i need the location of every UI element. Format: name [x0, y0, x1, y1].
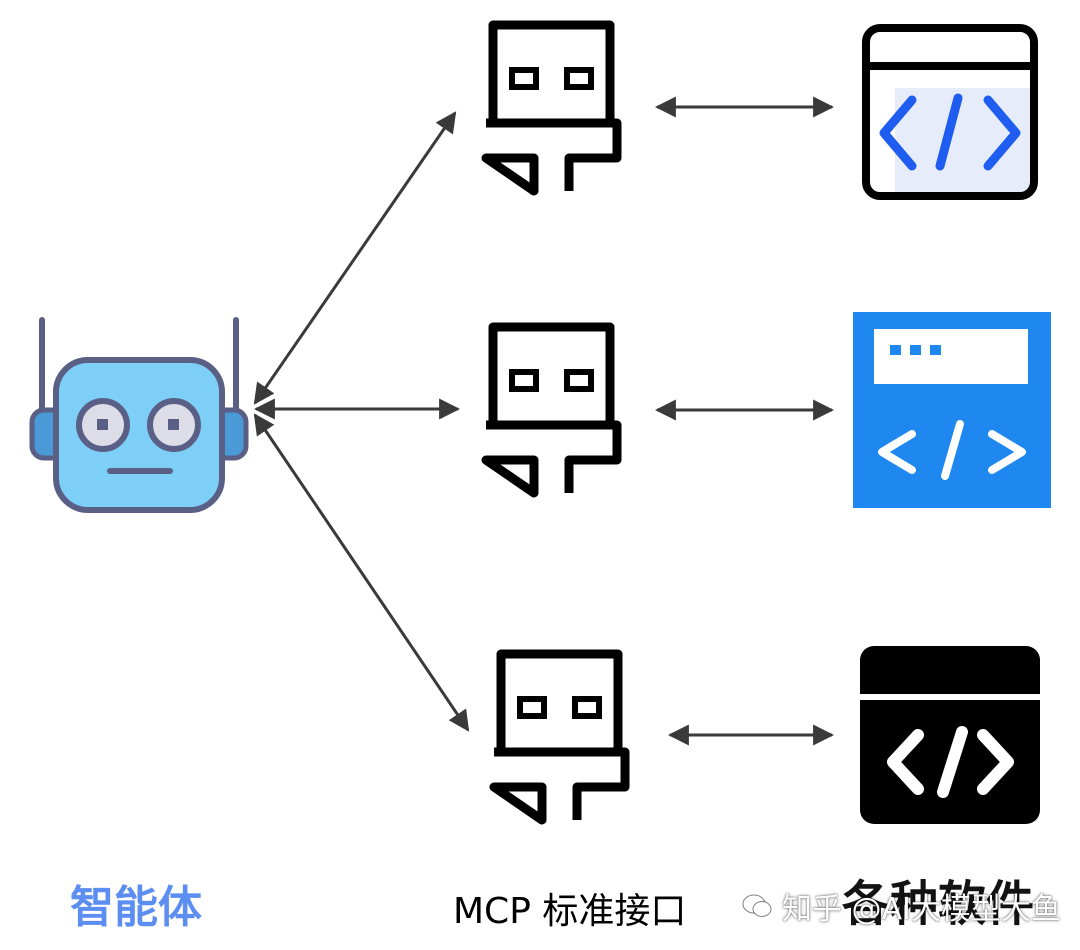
- connector-software-arrows: [654, 96, 835, 746]
- watermark: 知乎 @AI大模型大鱼: [742, 886, 1061, 927]
- arrow-agent-to-connector-top: [253, 111, 457, 405]
- watermark-text: 知乎 @AI大模型大鱼: [782, 892, 1061, 927]
- code-window-black-icon: [860, 646, 1040, 824]
- usb-plug-icon: [489, 649, 630, 825]
- usb-plug-icon: [481, 322, 622, 498]
- robot-icon: [29, 317, 249, 513]
- usb-plug-icon: [481, 20, 622, 196]
- code-window-outline-icon: [862, 24, 1038, 200]
- agent-connector-arrows: [253, 111, 470, 732]
- code-window-blue-icon: [853, 312, 1051, 508]
- mcp-interface-label: MCP 标准接口: [453, 891, 687, 932]
- arrow-agent-to-connector-bottom: [253, 413, 470, 732]
- wechat-bubble-icon: [742, 894, 772, 917]
- agent-label: 智能体: [70, 882, 202, 933]
- software-label: 各种软件: [842, 876, 1035, 932]
